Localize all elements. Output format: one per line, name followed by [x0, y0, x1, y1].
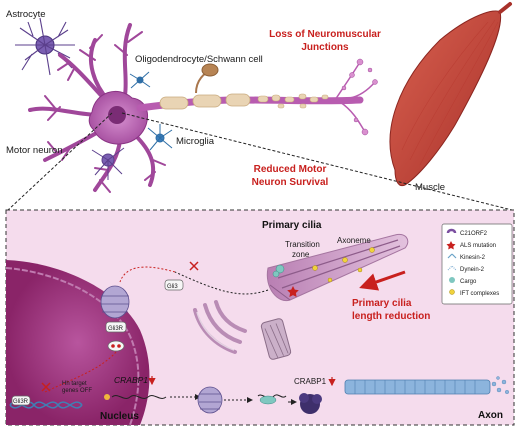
oligodendrocyte-label: Oligodendrocyte/Schwann cell: [135, 54, 263, 65]
legend-als-mutation: ALS mutation: [460, 243, 496, 249]
blocked-x-mark: [189, 261, 199, 271]
gli3-return-arrow: [119, 266, 176, 283]
reduction-label-line2: length reduction: [352, 311, 430, 322]
astrocyte-cell: [15, 17, 75, 76]
crabp1-gene-label: CRABP1: [114, 375, 148, 385]
ubiquitin-icon: [107, 340, 125, 352]
c21orf2-mutation-markers: [287, 286, 299, 297]
oligodendrocyte-cell: [195, 63, 219, 94]
gli3r-dna-label: Gli3R: [13, 399, 29, 405]
astrocyte-label: Astrocyte: [6, 9, 46, 20]
glial-cell-icon: [129, 71, 151, 89]
ift-trains: [312, 247, 375, 283]
hh-genes-line1: Hh target: [62, 381, 87, 387]
loss-nmj-title-line1: Loss of Neuromuscular: [269, 29, 381, 40]
myelin-sheaths: [159, 93, 251, 110]
crabp1-protein-label: CRABP1: [294, 377, 327, 386]
transition-zone-line2: zone: [292, 250, 310, 259]
motor-neuron-label: Motor neuron: [6, 145, 63, 156]
gli3-box: Gli3: [164, 279, 184, 291]
axon-label: Axon: [478, 410, 503, 421]
gli3r-on-dna: Gli3R: [11, 395, 31, 406]
legend-dynein: Dynein-2: [460, 267, 485, 273]
reduced-survival-line2: Neuron Survival: [252, 177, 329, 188]
ribosome-icon: [257, 394, 287, 405]
legend-ift: IFT complexes: [460, 291, 499, 297]
crabp1-protein: [299, 393, 322, 414]
legend-c21orf2: C21ORF2: [460, 231, 488, 237]
gli3-to-cilia-arrow: [174, 271, 269, 295]
axoneme-label: Axoneme: [337, 236, 371, 245]
nucleus-label: Nucleus: [100, 411, 139, 422]
proteasome-icon: [100, 285, 130, 319]
legend: C21ORF2 ALS mutation Kinesin-2 Dynein-2 …: [441, 223, 513, 305]
muscle-tissue: [389, 10, 502, 187]
zoom-lines: [7, 112, 513, 211]
gli3r-box: Gli3R: [105, 321, 127, 333]
mrna-cap: [104, 394, 110, 400]
primary-cilia-label: Primary cilia: [262, 220, 322, 231]
repression-x: [41, 382, 51, 392]
microglia-cell: [147, 124, 173, 151]
gli3-label: Gli3: [167, 284, 178, 290]
legend-cargo: Cargo: [460, 279, 477, 285]
golgi-apparatus: [193, 300, 247, 354]
mrna-strand: [111, 395, 167, 399]
star-icon: [446, 241, 456, 250]
reduction-label-line1: Primary cilia: [352, 298, 412, 309]
nuclear-pore-complex: [197, 386, 223, 414]
c21orf2-icon: [446, 228, 457, 234]
ift-icon: [449, 289, 455, 295]
cargo-icon: [449, 277, 455, 283]
kinesin-icon: [447, 253, 457, 259]
astrocyte-cell-2: [91, 147, 125, 180]
hh-genes-line2: genes OFF: [62, 388, 92, 394]
gli3r-label: Gli3R: [108, 326, 124, 332]
nmj-fragments: [341, 58, 378, 136]
reduced-survival-line1: Reduced Motor: [254, 164, 327, 175]
legend-kinesin: Kinesin-2: [460, 255, 486, 261]
microglia-label: Microglia: [176, 136, 215, 147]
muscle-label: Muscle: [415, 182, 445, 193]
reduction-arrow: [359, 270, 406, 291]
transition-zone-line1: Transition: [285, 240, 320, 249]
gli3r-to-dna-arrow: [44, 351, 117, 393]
cargo-blobs: [272, 264, 285, 278]
axon-microtubule: [344, 376, 510, 395]
basal-body: [260, 318, 292, 360]
motor-neuron: [28, 23, 166, 193]
degenerating-axon-fragments: [257, 93, 329, 109]
loss-nmj-title-line2: Junctions: [301, 42, 349, 53]
